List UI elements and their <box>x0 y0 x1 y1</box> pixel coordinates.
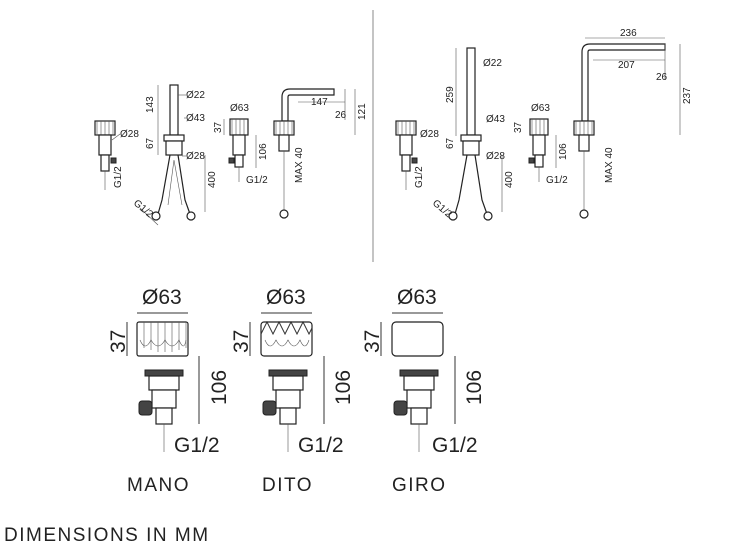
dim-d22: Ø22 <box>186 90 205 101</box>
dim-h26-r: 26 <box>656 72 668 83</box>
dim-h143: 143 <box>145 96 156 113</box>
dim-g12-spout: G1/2 <box>131 198 155 221</box>
mano-body: 106 <box>208 370 231 405</box>
dim-h106-r: 106 <box>558 143 569 160</box>
dito-body: 106 <box>332 370 355 405</box>
spout-left <box>151 84 196 221</box>
dim-w236: 236 <box>620 28 637 39</box>
side-valve-right <box>395 120 418 190</box>
bath-spout-left <box>273 88 335 219</box>
dim-h106: 106 <box>258 143 269 160</box>
dim-max40: MAX 40 <box>294 147 305 183</box>
dim-d28-spout: Ø28 <box>186 151 205 162</box>
dim-w207: 207 <box>618 60 635 71</box>
dim-d43-r: Ø43 <box>486 114 505 125</box>
dito-label: DITO <box>262 475 313 496</box>
middle-valve-left <box>228 118 249 182</box>
dim-d63-r: Ø63 <box>531 103 550 114</box>
dim-d28-valve-r: Ø28 <box>420 129 439 140</box>
dim-g12-middle: G1/2 <box>246 175 268 186</box>
mano-height: 37 <box>107 330 130 353</box>
bath-spout-right <box>573 43 666 219</box>
mano-label: MANO <box>127 475 190 496</box>
dim-h400: 400 <box>207 171 218 188</box>
dito-height: 37 <box>230 330 253 353</box>
dim-g12-middle-r: G1/2 <box>546 175 568 186</box>
middle-valve-right <box>528 118 549 182</box>
dim-d22-r: Ø22 <box>483 58 502 69</box>
dim-d28-valve: Ø28 <box>120 129 139 140</box>
dim-h37-r: 37 <box>513 121 524 133</box>
dim-g12-valve: G1/2 <box>113 166 124 188</box>
dim-h121: 121 <box>357 103 368 120</box>
dim-g12-valve-r: G1/2 <box>414 166 425 188</box>
giro-diameter: Ø63 <box>397 286 437 309</box>
dim-h67-r: 67 <box>445 137 456 149</box>
handle-giro: Ø63 37 106 G1/2 GIRO <box>361 286 486 496</box>
mano-diameter: Ø63 <box>142 286 182 309</box>
giro-thread: G1/2 <box>432 434 478 457</box>
dito-thread: G1/2 <box>298 434 344 457</box>
side-valve-left <box>94 120 121 190</box>
handle-mano: Ø63 37 106 G1/2 MANO <box>107 286 231 496</box>
dim-w147: 147 <box>311 97 328 108</box>
spout-right <box>448 47 493 221</box>
dim-d28-spout-r: Ø28 <box>486 151 505 162</box>
giro-height: 37 <box>361 330 384 353</box>
mano-thread: G1/2 <box>174 434 220 457</box>
right-panel: Ø28 G1/2 259 67 Ø22 Ø43 Ø28 400 G1/2 Ø63… <box>395 28 693 221</box>
giro-label: GIRO <box>392 475 447 496</box>
giro-body: 106 <box>463 370 486 405</box>
dim-d63: Ø63 <box>230 103 249 114</box>
left-panel: Ø28 G1/2 143 67 Ø22 Ø43 Ø28 400 G1/2 <box>94 84 368 226</box>
dim-h237: 237 <box>682 87 693 104</box>
dim-h259: 259 <box>445 86 456 103</box>
dim-h67: 67 <box>145 137 156 149</box>
handle-dito: Ø63 37 106 G1/2 DITO <box>230 286 355 496</box>
dim-max40-r: MAX 40 <box>604 147 615 183</box>
dim-h400-r: 400 <box>504 171 515 188</box>
footer-note: DIMENSIONS IN MM <box>4 525 210 546</box>
dito-diameter: Ø63 <box>266 286 306 309</box>
dim-h37: 37 <box>213 121 224 133</box>
dim-h26: 26 <box>335 110 347 121</box>
dim-d43: Ø43 <box>186 113 205 124</box>
